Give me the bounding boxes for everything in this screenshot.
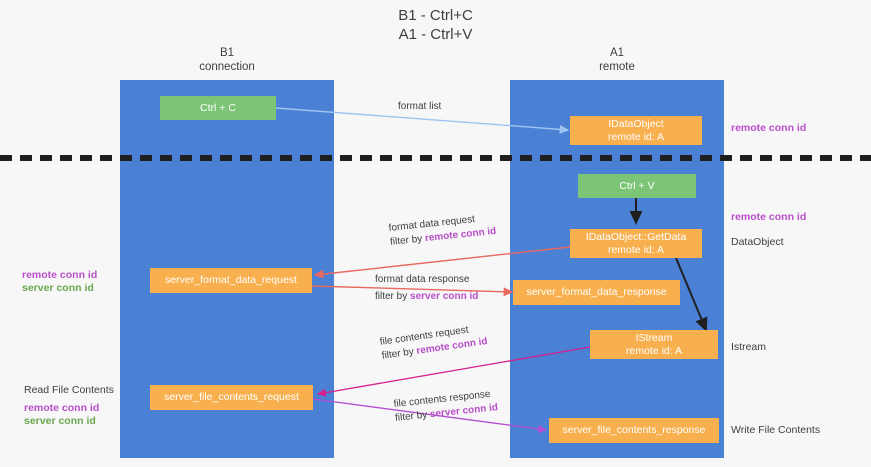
node-server-format-data-response[interactable]: server_format_data_response (513, 280, 680, 305)
annotation-left-remote-conn-id-mid: remote conn id (22, 269, 98, 281)
annotation-right-remote-conn-id-top: remote conn id (731, 122, 807, 134)
edge-label-file-contents-request: file contents request filter by remote c… (379, 321, 489, 364)
annotation-left-server-conn-id-mid: server conn id (22, 282, 94, 294)
edge-label-format-data-request: format data request filter by remote con… (388, 211, 497, 250)
node-ctrl-v[interactable]: Ctrl + V (578, 174, 696, 198)
column-header-b1: B1 connection (199, 47, 255, 73)
edge-filter-prefix: filter by (381, 345, 418, 362)
edge-label-line2: filter by server conn id (375, 290, 478, 304)
edge-filter-prefix: filter by (394, 409, 431, 424)
diagram-title: B1 - Ctrl+C A1 - Ctrl+V (398, 7, 473, 43)
edge-label-file-contents-response: file contents response filter by server … (393, 387, 499, 426)
edge-filter-token: server conn id (410, 291, 479, 302)
node-idataobject-getdata[interactable]: IDataObject::GetData remote id: A (570, 229, 702, 258)
annotation-left-server-conn-id-bottom: server conn id (24, 415, 96, 427)
phase-separator-dashed-line (0, 155, 871, 161)
annotation-left-remote-conn-id-bottom: remote conn id (24, 402, 100, 414)
annotation-right-remote-conn-id-mid: remote conn id (731, 211, 807, 223)
edge-label-format-data-response: format data response filter by server co… (375, 273, 478, 304)
edge-label-line1: format data response (375, 274, 470, 285)
node-idataobject[interactable]: IDataObject remote id: A (570, 116, 702, 145)
edge-label-format-list: format list (398, 101, 442, 112)
node-server-file-contents-response[interactable]: server_file_contents_response (549, 418, 719, 443)
node-ctrl-c[interactable]: Ctrl + C (160, 96, 276, 120)
annotation-right-dataobject: DataObject (731, 236, 784, 248)
annotation-right-write-file-contents: Write File Contents (731, 424, 821, 436)
edge-filter-prefix: filter by (389, 233, 426, 248)
node-server-format-data-request[interactable]: server_format_data_request (150, 268, 312, 293)
annotation-right-istream: Istream (731, 341, 767, 353)
column-header-a1: A1 remote (599, 47, 635, 73)
node-istream[interactable]: IStream remote id: A (590, 330, 718, 359)
node-server-file-contents-request[interactable]: server_file_contents_request (150, 385, 313, 410)
edge-filter-prefix: filter by (375, 291, 411, 302)
annotation-left-read-file-contents: Read File Contents (24, 384, 114, 396)
